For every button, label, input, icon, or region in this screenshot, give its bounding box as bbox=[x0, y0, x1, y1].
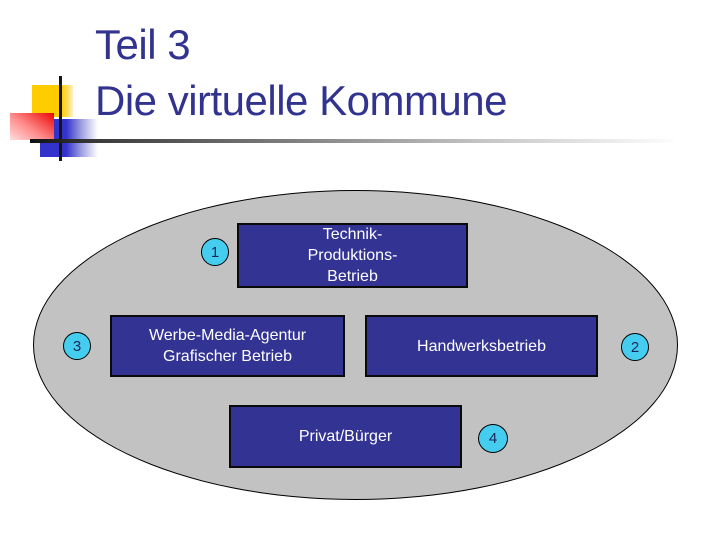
node-box-handwerksbetrieb: Handwerksbetrieb bbox=[365, 315, 598, 377]
logo-vertical-line bbox=[59, 76, 62, 161]
slide-title-line2: Die virtuelle Kommune bbox=[95, 77, 508, 124]
badge-circle-1: 1 bbox=[201, 238, 229, 266]
badge-number: 2 bbox=[630, 338, 640, 356]
logo-yellow-square bbox=[32, 85, 73, 117]
node-label-line: Handwerksbetrieb bbox=[417, 337, 546, 355]
slide-title: Teil 3 Die virtuelle Kommune bbox=[95, 17, 508, 129]
badge-circle-3: 3 bbox=[63, 332, 91, 360]
node-label-line: Technik- bbox=[322, 226, 383, 243]
badge-circle-2: 2 bbox=[621, 333, 649, 361]
badge-circle-4: 4 bbox=[478, 424, 508, 453]
node-box-werbe-media-agentur: Werbe-Media-Agentur Grafischer Betrieb bbox=[110, 315, 345, 377]
logo-red-square bbox=[10, 113, 54, 140]
node-box-privat-buerger: Privat/Bürger bbox=[229, 405, 462, 468]
title-divider-rule bbox=[30, 139, 680, 143]
node-label-line: Betrieb bbox=[327, 268, 378, 285]
slide-title-line1: Teil 3 bbox=[95, 21, 191, 68]
node-label-line: Grafischer Betrieb bbox=[163, 348, 292, 365]
badge-number: 1 bbox=[210, 243, 220, 261]
node-box-technik-produktions-betrieb: Technik- Produktions- Betrieb bbox=[237, 223, 468, 288]
node-label-line: Produktions- bbox=[307, 247, 398, 264]
badge-number: 3 bbox=[72, 337, 82, 355]
node-label-line: Privat/Bürger bbox=[298, 428, 393, 445]
badge-number: 4 bbox=[488, 430, 498, 447]
node-label-line: Werbe-Media-Agentur bbox=[148, 327, 307, 344]
